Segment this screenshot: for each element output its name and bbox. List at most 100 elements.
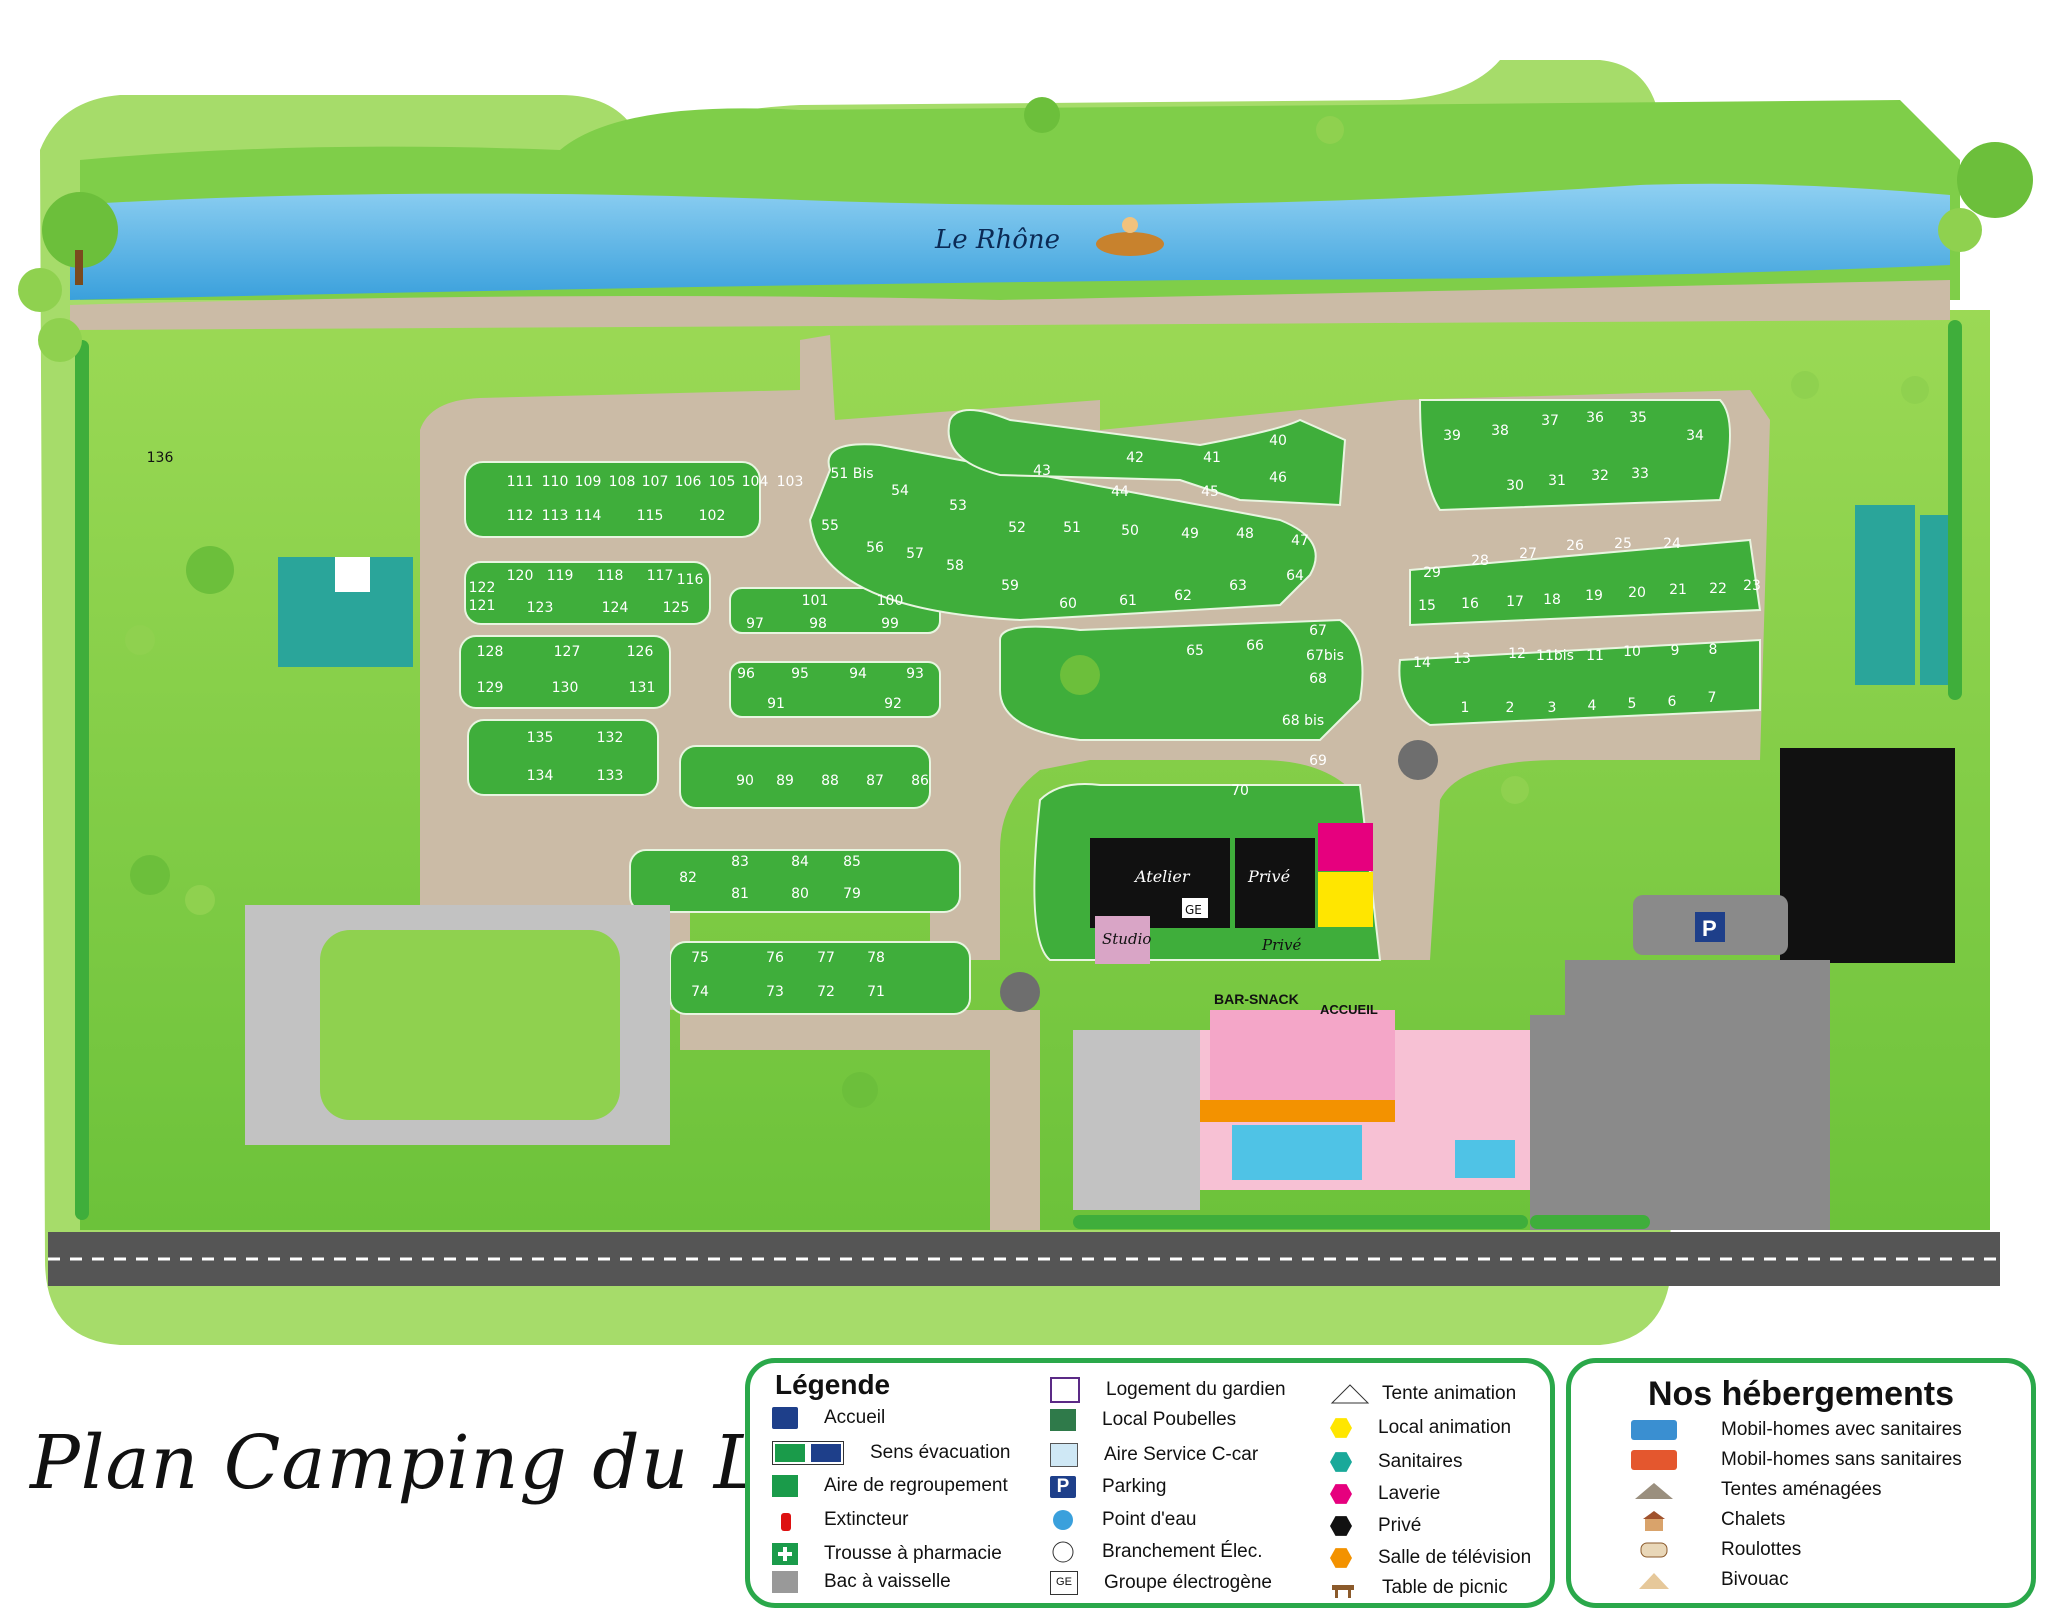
pitch-number: 93 — [906, 666, 924, 682]
pitch-number: 48 — [1236, 526, 1254, 542]
pitch-number: 111 — [507, 474, 534, 490]
accommodation-label: Mobil-homes sans sanitaires — [1721, 1449, 1962, 1470]
pitch-number: 74 — [691, 984, 709, 1000]
legend-label: Parking — [1102, 1476, 1167, 1497]
pitch-number: 81 — [731, 886, 749, 902]
regroupement-icon — [772, 1475, 798, 1497]
pitch-number: 9 — [1671, 643, 1680, 659]
evacuation-icon — [772, 1441, 844, 1465]
pitch-number: 53 — [949, 498, 967, 514]
mobilhome-blue-icon — [1631, 1420, 1677, 1440]
accommodation-label: Chalets — [1721, 1509, 1786, 1530]
legend-item-local-animation: Local animation — [1330, 1417, 1511, 1439]
atelier-label: Atelier — [1133, 867, 1191, 886]
pitch-number: 86 — [911, 773, 929, 789]
pitch-number: 57 — [906, 546, 924, 562]
legend-item-picnic: Table de picnic — [1330, 1577, 1508, 1599]
pitch-number: 113 — [542, 508, 569, 524]
pitch-number: 78 — [867, 950, 885, 966]
accommodation-item: Bivouac — [1631, 1569, 1789, 1591]
pitch-number: 118 — [597, 568, 624, 584]
prive-under-label: Privé — [1261, 936, 1302, 954]
legend-label: Point d'eau — [1102, 1509, 1197, 1530]
pitch-number: 52 — [1008, 520, 1026, 536]
pitch-number: 58 — [946, 558, 964, 574]
accommodation-item: Chalets — [1631, 1509, 1785, 1531]
kids-pool — [1455, 1140, 1515, 1178]
pitch-blocks — [459, 399, 1762, 1015]
pitch-number: 46 — [1269, 470, 1287, 486]
electric-icon — [1050, 1541, 1076, 1563]
pitch-number: 133 — [597, 768, 624, 784]
pool — [1232, 1125, 1362, 1180]
hexagon-teal-icon — [1330, 1452, 1352, 1472]
pitch-number: 69 — [1309, 753, 1327, 769]
pitch-number: 109 — [575, 474, 602, 490]
pitch-number: 16 — [1461, 596, 1479, 612]
pitch-number: 11bis — [1536, 648, 1574, 664]
pitch-number: 106 — [675, 474, 702, 490]
pitch-number: 60 — [1059, 596, 1077, 612]
extinguisher-icon — [772, 1509, 798, 1531]
pitch-number: 119 — [547, 568, 574, 584]
legend-label: Laverie — [1378, 1483, 1441, 1504]
legend-label: Tente animation — [1382, 1383, 1517, 1404]
pitch-number: 40 — [1269, 433, 1287, 449]
pitch-number: 124 — [602, 600, 629, 616]
pitch-number: 23 — [1743, 578, 1761, 594]
pitch-number: 55 — [821, 518, 839, 534]
pitch-number: 122 — [469, 580, 496, 596]
parking-letter-top: P — [1702, 916, 1717, 941]
guardian-house-icon — [1050, 1377, 1080, 1403]
river — [70, 183, 1950, 300]
bar-snack-label: BAR-SNACK — [1214, 991, 1299, 1007]
sanitary-block-right — [1855, 505, 1950, 685]
pitch-number: 49 — [1181, 526, 1199, 542]
pitch-number: 110 — [542, 474, 569, 490]
pitch-number: 14 — [1413, 655, 1431, 671]
pitch-number: 83 — [731, 854, 749, 870]
studio-label: Studio — [1102, 930, 1151, 948]
accommodation-label: Bivouac — [1721, 1569, 1789, 1590]
accommodation-item: Mobil-homes sans sanitaires — [1631, 1449, 1962, 1471]
pitch-number: 45 — [1201, 484, 1219, 500]
pitch-number: 75 — [691, 950, 709, 966]
pitch-number: 90 — [736, 773, 754, 789]
pitch-number: 42 — [1126, 450, 1144, 466]
legend-label: Local Poubelles — [1102, 1409, 1237, 1430]
pitch-number: 1 — [1461, 700, 1470, 716]
pitch-number: 4 — [1588, 698, 1597, 714]
pitch-number: 65 — [1186, 643, 1204, 659]
pitch-number: 131 — [629, 680, 656, 696]
studio-building — [1095, 916, 1150, 964]
pitch-number: 8 — [1709, 642, 1718, 658]
pitch-number: 116 — [677, 572, 704, 588]
pitch-number: 102 — [699, 508, 726, 524]
pitch-number: 63 — [1229, 578, 1247, 594]
accommodation-label: Roulottes — [1721, 1539, 1802, 1560]
legend-label: Bac à vaisselle — [824, 1571, 951, 1592]
pitch-number: 43 — [1033, 463, 1051, 479]
pitch-number: 105 — [709, 474, 736, 490]
pitch-number: 85 — [843, 854, 861, 870]
legend-label: Groupe électrogène — [1104, 1572, 1272, 1593]
pitch-number: 134 — [527, 768, 554, 784]
pitch-number: 94 — [849, 666, 867, 682]
pitch-number: 77 — [817, 950, 835, 966]
pitch-number: 22 — [1709, 581, 1727, 597]
pitch-number: 50 — [1121, 523, 1139, 539]
pitch-number: 96 — [737, 666, 755, 682]
pitch-number: 72 — [817, 984, 835, 1000]
boat-icon — [1096, 217, 1164, 256]
pitch-number: 117 — [647, 568, 674, 584]
pitch-number: 27 — [1519, 546, 1537, 562]
tv-room-bar — [1200, 1100, 1395, 1122]
legend-label: Extincteur — [824, 1509, 909, 1530]
legend-item-elec: Branchement Élec. — [1050, 1541, 1263, 1563]
pitch-number: 132 — [597, 730, 624, 746]
water-point-icon — [1050, 1509, 1076, 1531]
pitch-number: 37 — [1541, 413, 1559, 429]
pitch-number: 67 — [1309, 623, 1327, 639]
legend-item-tv: Salle de télévision — [1330, 1547, 1531, 1569]
pitch-number: 13 — [1453, 651, 1471, 667]
